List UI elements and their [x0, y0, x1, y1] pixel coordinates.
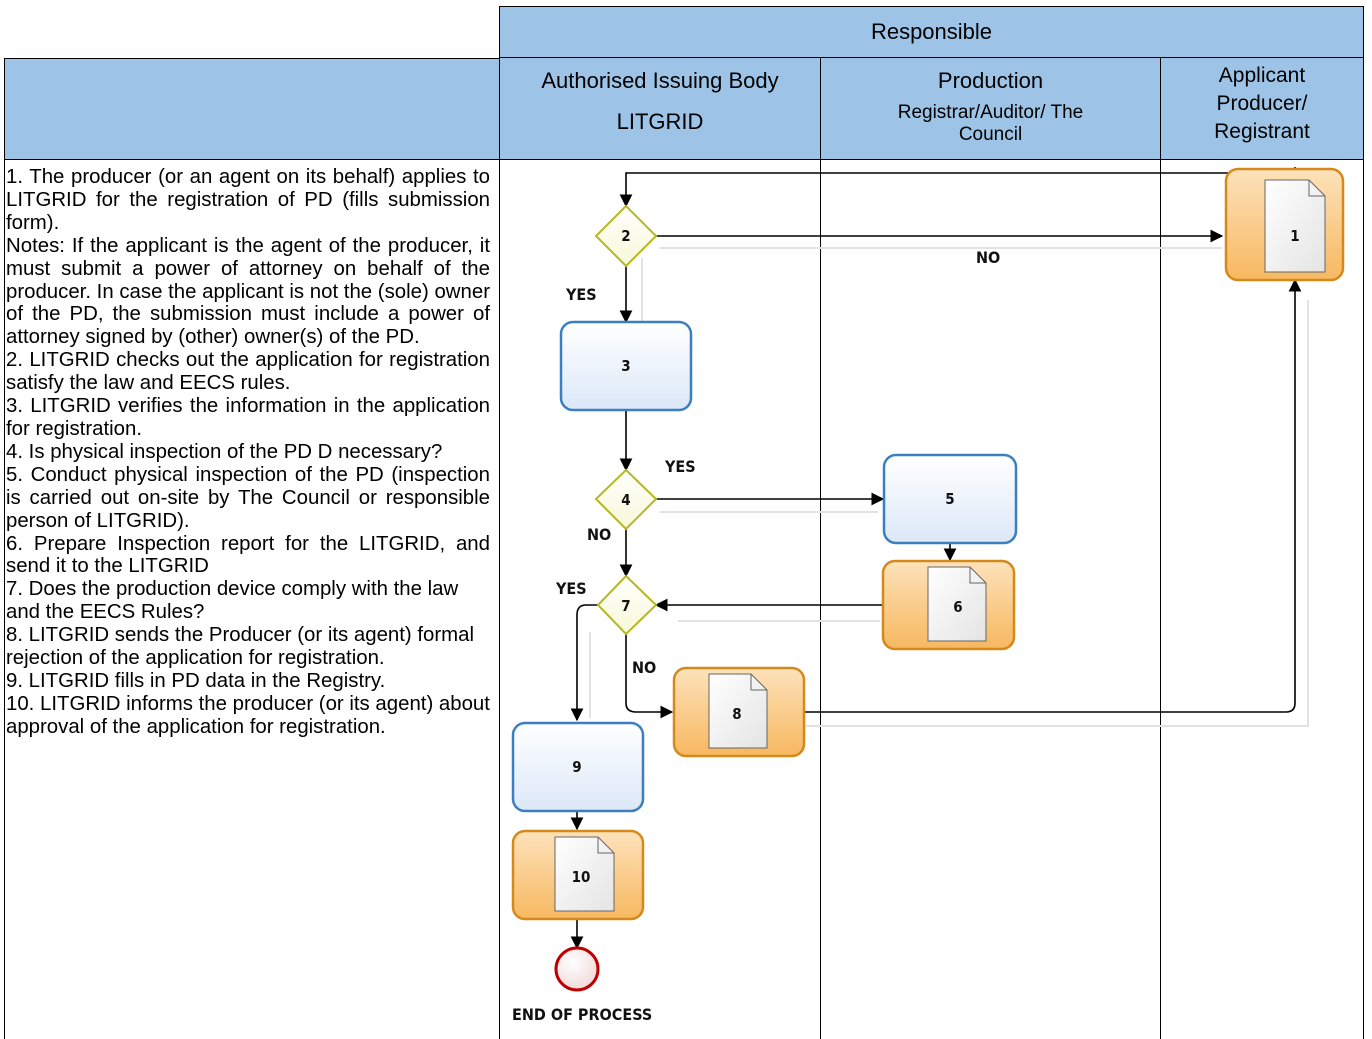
- step-8: 8. LITGRID sends the Producer (or its ag…: [6, 624, 475, 670]
- lane-title: Production: [937, 68, 1044, 93]
- node-9-label: 9: [572, 758, 581, 776]
- node-3-label: 3: [621, 357, 630, 375]
- connectors: [570, 167, 1302, 950]
- connector-7-to-8: [625, 634, 674, 719]
- connector-7-to-9: [570, 604, 598, 722]
- node-1-label: 1: [1290, 227, 1299, 245]
- node-4-decision: 4: [594, 468, 658, 531]
- node-7-label: 7: [621, 597, 630, 615]
- connector-8-to-1: [804, 278, 1302, 713]
- step-7: 7. Does the production device comply wit…: [6, 578, 459, 624]
- lane-divider-production: [820, 159, 821, 1039]
- node-9-process: 9: [511, 721, 645, 813]
- node-7-decision: 7: [596, 574, 658, 636]
- header-responsible-cell: Responsible: [499, 6, 1364, 58]
- lane-title: Authorised Issuing Body: [541, 68, 779, 93]
- node-1-document: 1: [1224, 167, 1345, 282]
- step-1: 1. The producer (or an agent on its beha…: [6, 166, 490, 234]
- body-divider-text: [499, 159, 500, 1039]
- lane-subtitle: LITGRID: [616, 109, 704, 134]
- lane-subtitle: Producer/ Registrant: [1214, 92, 1310, 143]
- node-4-label: 4: [621, 491, 630, 509]
- node-2-decision: 2: [594, 204, 658, 268]
- step-3: 3. LITGRID verifies the information in t…: [6, 395, 490, 440]
- step-notes: Notes: If the applicant is the agent of …: [6, 234, 490, 349]
- node-8-document: 8: [672, 666, 806, 758]
- node-3-process: 3: [559, 320, 693, 412]
- edge-label-7-yes: YES: [555, 579, 587, 598]
- lane-subtitle: Registrar/Auditor/ The Council: [897, 102, 1084, 145]
- header-empty-cell: [4, 58, 500, 160]
- node-10-label: 10: [572, 868, 591, 886]
- node-10-document: 10: [511, 829, 645, 921]
- lane-title: Applicant: [1218, 64, 1306, 87]
- edge-label-4-no: NO: [587, 525, 611, 544]
- shadow-connectors: [589, 247, 1309, 727]
- lane-header-production: Production Registrar/Auditor/ The Counci…: [820, 57, 1161, 160]
- node-5-label: 5: [945, 490, 954, 508]
- step-4: 4. Is physical inspection of the PD D ne…: [6, 440, 443, 463]
- edge-label-2-no: NO: [976, 248, 1000, 267]
- connector-1-to-2: [619, 167, 1296, 208]
- step-2: 2. LITGRID checks out the application fo…: [6, 349, 490, 395]
- header-responsible: Responsible: [870, 19, 993, 44]
- end-node: END OF PROCESS: [512, 946, 652, 1024]
- body-right-border: [1363, 159, 1364, 1039]
- lane-header-issuing-body: Authorised Issuing Body LITGRID: [499, 57, 821, 160]
- end-of-process-label: END OF PROCESS: [512, 1005, 652, 1024]
- body-left-border: [4, 159, 5, 1039]
- node-8-label: 8: [732, 705, 741, 723]
- node-5-process: 5: [882, 453, 1018, 545]
- step-10: 10. LITGRID informs the producer (or its…: [6, 692, 490, 738]
- step-descriptions: 1. The producer (or an agent on its beha…: [6, 166, 490, 739]
- edge-label-4-yes: YES: [664, 457, 696, 476]
- lane-header-applicant: Applicant Producer/ Registrant: [1160, 57, 1364, 160]
- node-6-label: 6: [953, 598, 962, 616]
- node-2-label: 2: [621, 227, 630, 245]
- step-9: 9. LITGRID fills in PD data in the Regis…: [6, 669, 386, 692]
- step-5: 5. Conduct physical inspection of the PD…: [6, 463, 490, 532]
- node-6-document: 6: [881, 559, 1016, 651]
- lane-divider-applicant: [1160, 159, 1161, 1039]
- edge-label-2-yes: YES: [565, 285, 597, 304]
- edge-labels: NO YES YES NO YES NO: [555, 248, 1000, 677]
- edge-label-7-no: NO: [632, 658, 656, 677]
- step-6: 6. Prepare Inspection report for the LIT…: [6, 532, 490, 578]
